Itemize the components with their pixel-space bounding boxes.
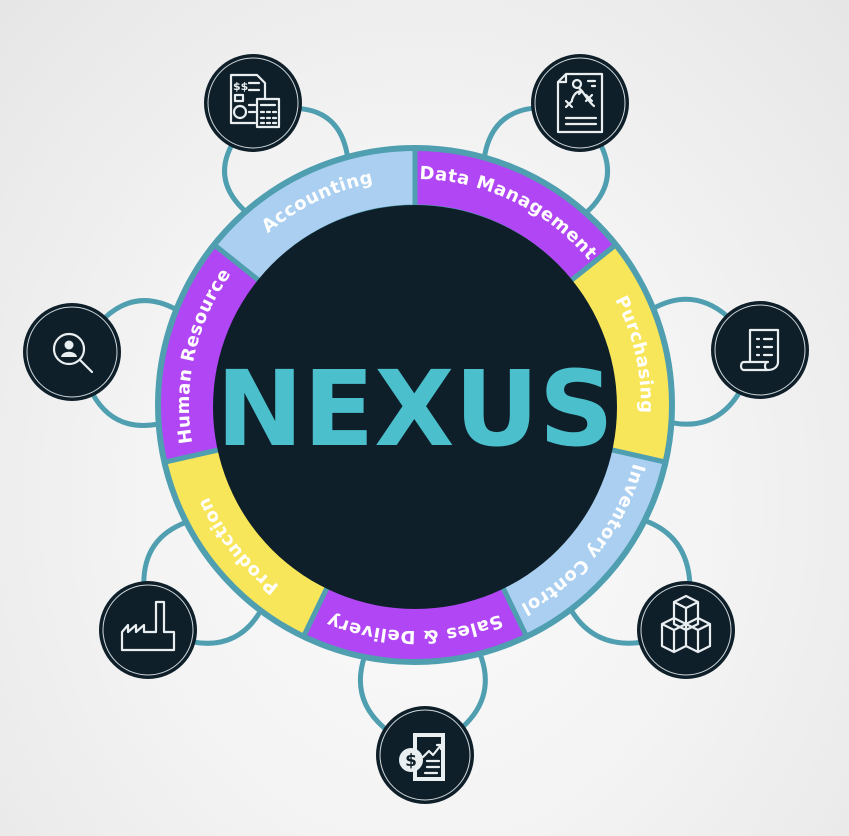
svg-text:$: $ (405, 751, 417, 771)
outer-ring (155, 145, 675, 665)
factory-icon (99, 581, 197, 679)
connector-purchasing (651, 296, 729, 319)
connector-human-resource (102, 298, 178, 320)
center-title: NEXUS (216, 348, 614, 470)
connectors (90, 105, 742, 732)
accounting-calculator-icon: $$ (204, 54, 302, 152)
receipt-list-icon (711, 301, 809, 399)
core-circle (213, 205, 617, 609)
sales-report-icon: $ (376, 706, 474, 804)
connector-accounting (222, 143, 248, 214)
connector-accounting (299, 106, 351, 158)
connector-human-resource (90, 392, 160, 428)
connector-inventory-control (643, 518, 693, 584)
connector-purchasing (670, 390, 742, 427)
connector-inventory-control (568, 608, 641, 646)
connector-data-management (481, 105, 534, 158)
person-search-icon (23, 303, 121, 401)
svg-text:$$: $$ (233, 80, 248, 93)
strategy-document-icon (531, 54, 629, 152)
connector-sales-delivery (357, 656, 388, 732)
connector-production (193, 609, 263, 646)
connector-sales-delivery (460, 652, 488, 729)
boxes-icon (637, 581, 735, 679)
connector-production (141, 519, 188, 584)
connector-data-management (584, 144, 610, 215)
